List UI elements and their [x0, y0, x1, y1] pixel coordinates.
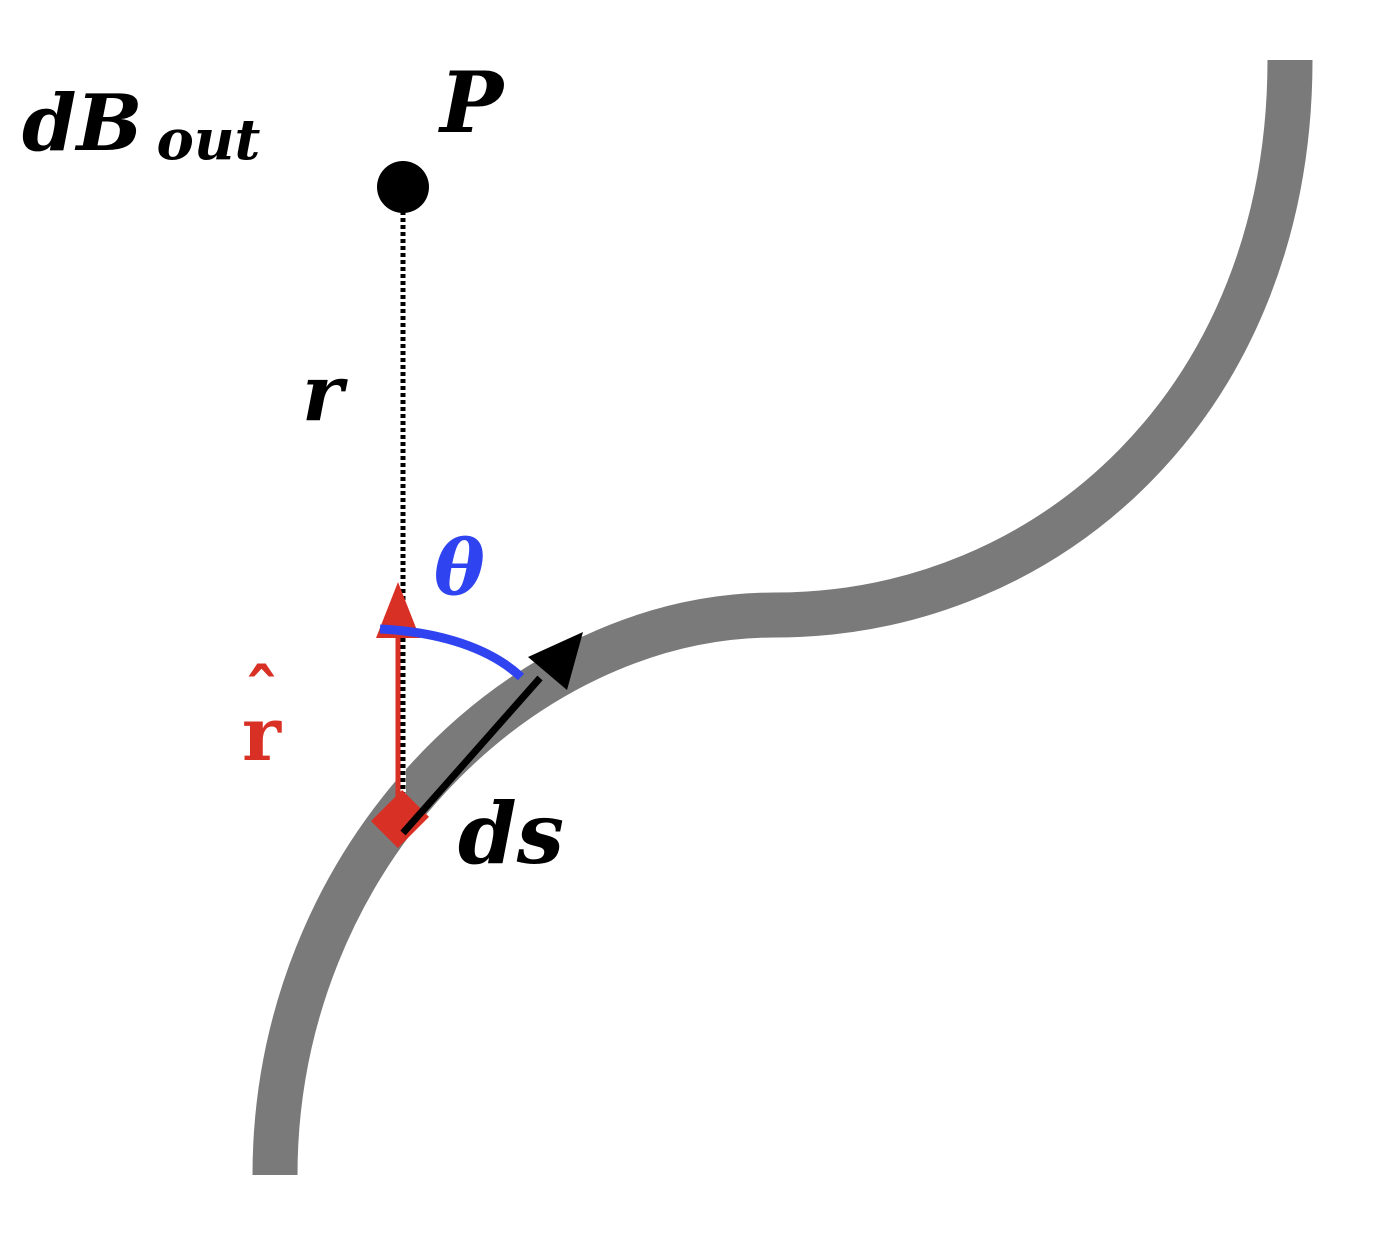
unit-vector-hat: ˆ [244, 654, 279, 737]
current-wire [252, 59, 1313, 1176]
unit-vector-label: r [242, 692, 282, 778]
angle-label: θ [434, 523, 485, 612]
unit-vector-arrowhead [376, 582, 420, 638]
ds-arrowhead [528, 632, 583, 690]
distance-label: r [302, 348, 348, 439]
element-label: ds [458, 784, 564, 883]
ds-arrow [400, 675, 543, 836]
point-label: P [438, 53, 506, 152]
angle-arc [379, 624, 525, 681]
point-p-dot [377, 161, 429, 213]
